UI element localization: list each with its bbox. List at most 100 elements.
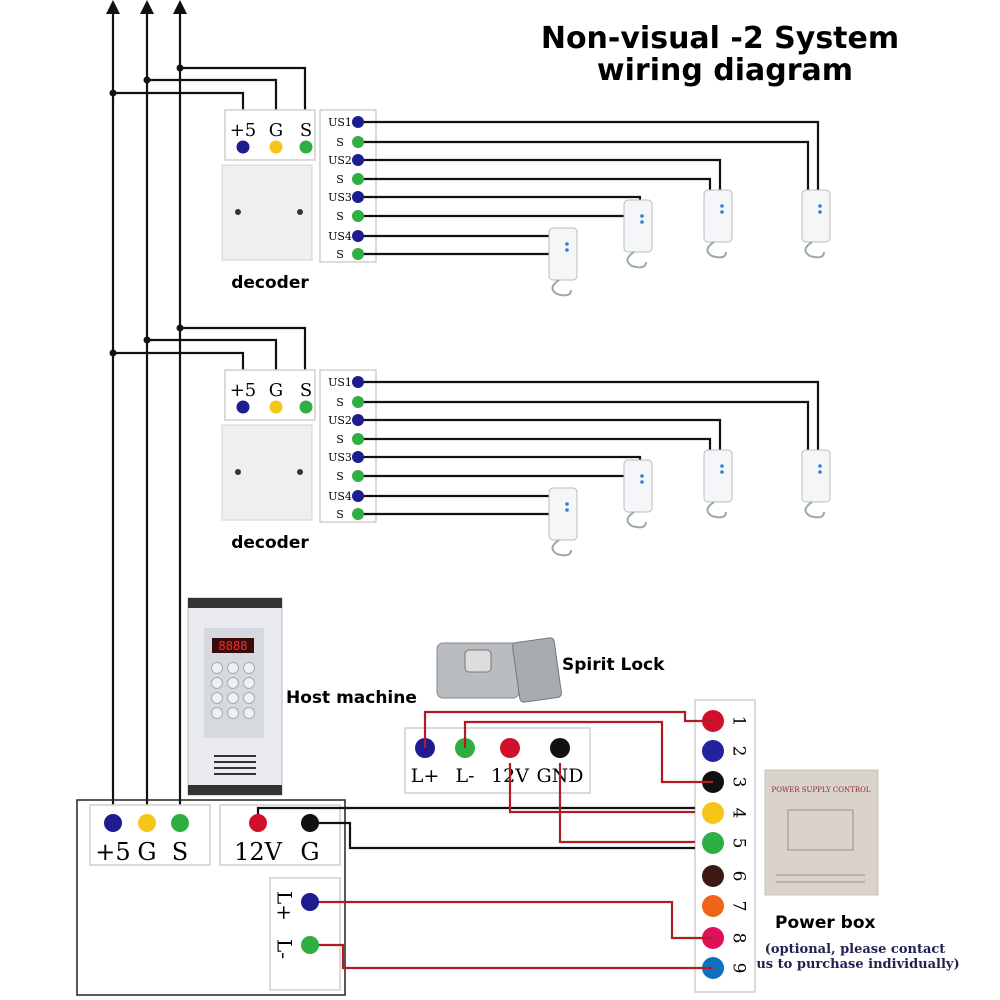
indoor-handset-image [801,449,831,519]
spirit-lock-label: Spirit Lock [562,655,665,675]
decoder-input-terminal [269,400,283,414]
decoder-output-terminal [352,136,364,148]
decoder-input-label: S [300,380,312,401]
arrow-up-icon [140,0,154,14]
power-terminal-number: 1 [729,716,749,727]
junction-dot [143,336,151,344]
decoder-output-terminal [352,173,364,185]
decoder-output-terminal [352,376,364,388]
decoder-output-terminal [352,248,364,260]
decoder-output-label: US1 [328,376,352,389]
decoder-output-terminal [352,508,364,520]
arrow-up-icon [173,0,187,14]
power-terminal-number: 8 [729,933,749,944]
decoder-output-terminal [352,490,364,502]
junction-dot [109,349,117,357]
decoder-label: decoder [231,533,309,553]
indoor-handset-image [623,199,653,269]
junction-dot [109,89,117,97]
decoder-input-terminal [269,140,283,154]
indoor-handset-image [548,227,578,297]
decoder-output-label: US2 [328,154,352,167]
power-terminal-number: 4 [729,808,749,819]
indoor-handset-image [801,189,831,259]
host-lock-terminal [301,893,319,911]
decoder-output-label: US4 [328,230,352,243]
keypad-key [211,707,223,719]
junction-dot [176,324,184,332]
junction-dot [176,64,184,72]
decoder-input-terminal [299,140,313,154]
keypad-key [227,692,239,704]
power-terminal [702,865,724,887]
power-terminal-number: 5 [729,838,749,849]
indoor-handset-image [703,189,733,259]
decoder-output-label: US3 [328,191,352,204]
decoder-input-terminal [236,400,250,414]
decoder-output-terminal [352,116,364,128]
decoder-output-label: US2 [328,414,352,427]
lock-terminal [550,738,570,758]
power-terminal-number: 9 [729,963,749,974]
decoder-output-terminal [352,396,364,408]
power-box-note-1: (optional, please contact [765,942,946,957]
lock-terminal-label: L- [455,765,474,787]
arrow-up-icon [106,0,120,14]
decoder-output-terminal [352,451,364,463]
decoder-output-label: US1 [328,116,352,129]
decoder-input-label: G [269,380,283,401]
host-bus-terminal [104,814,122,832]
host-bus-label: S [172,838,188,866]
lock-terminal [500,738,520,758]
power-terminal-number: 7 [729,901,749,912]
power-terminal [702,895,724,917]
host-machine-label: Host machine [286,688,417,708]
power-box-note-2: us to purchase individually) [756,957,959,972]
keypad-key [243,707,255,719]
decoder-output-terminal [352,210,364,222]
power-terminal [702,832,724,854]
keypad-key [243,677,255,689]
host-lock-terminal [301,936,319,954]
decoder-input-terminal [236,140,250,154]
host-machine-image: 8888 [187,597,283,796]
host-power-label: G [300,838,319,866]
junction-dot [143,76,151,84]
power-terminal-number: 2 [729,746,749,757]
decoder-output-label: S [336,248,344,261]
host-lock-label: L- [273,939,297,959]
host-bus-label: G [137,838,156,866]
title-line-2: wiring diagram [597,53,853,88]
keypad-key [211,677,223,689]
power-box-image: POWER SUPPLY CONTROL [764,769,879,896]
decoder-output-terminal [352,414,364,426]
title-line-1: Non-visual -2 System [541,21,899,56]
keypad-key [211,662,223,674]
decoder-output-label: S [336,210,344,223]
decoder-label: decoder [231,273,309,293]
decoder-output-label: S [336,136,344,149]
lock-terminal-label: L+ [411,765,440,787]
host-lock-label: L+ [273,891,297,921]
wires [256,710,713,970]
decoder-output-terminal [352,230,364,242]
bus-lines [106,0,187,823]
indoor-handset-image [703,449,733,519]
decoder-output-label: US3 [328,451,352,464]
power-terminal [702,802,724,824]
keypad-key [243,692,255,704]
keypad-key [227,662,239,674]
decoder-input-terminal [299,400,313,414]
power-terminal [702,740,724,762]
host-bus-terminal [138,814,156,832]
decoder-output-terminal [352,154,364,166]
spirit-lock-image [436,637,562,703]
decoder-output-terminal [352,433,364,445]
power-box-label: Power box [775,913,876,933]
decoder-output-label: S [336,173,344,186]
decoder-input-label: +5 [230,120,257,141]
decoder-output-label: US4 [328,490,352,503]
decoder-output-label: S [336,470,344,483]
decoder-input-label: G [269,120,283,141]
